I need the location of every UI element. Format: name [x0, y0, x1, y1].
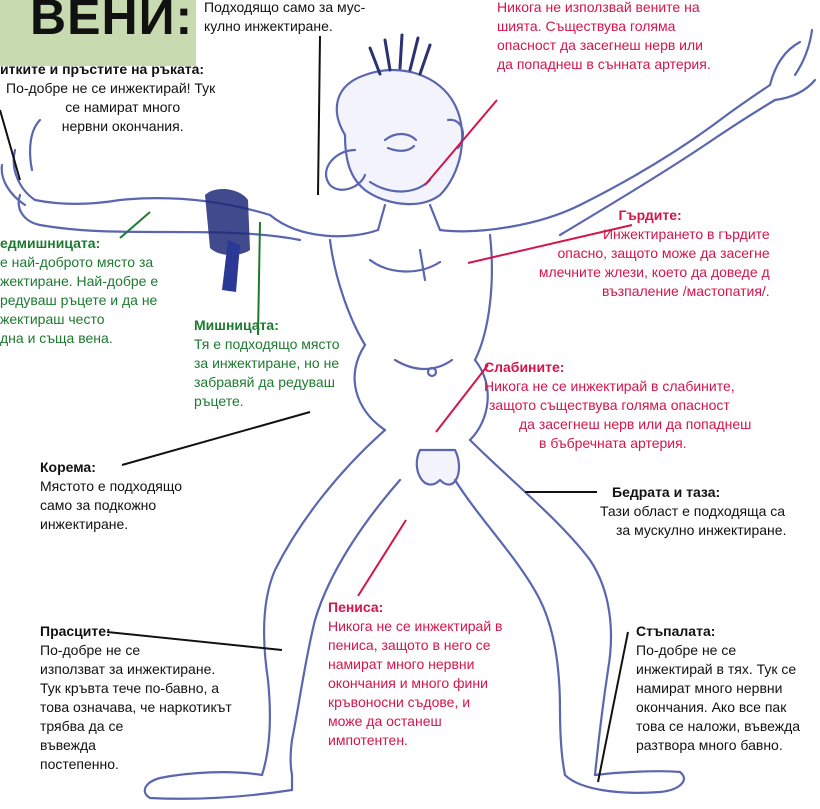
penis-line-7: импотентен. [328, 731, 503, 750]
feet-line-3: намират много нервни [636, 679, 800, 698]
breasts-line-1: Инжектирането в гърдите [538, 225, 770, 244]
penis-line-6: може да останеш [328, 712, 503, 731]
armpit-line-4: ръцете. [194, 392, 340, 411]
neck-line-4: да попаднеш в сънната артерия. [497, 55, 711, 74]
fingers-line-1: По-добре не се инжектирай! Тук [0, 79, 215, 98]
penis-line-1: Никога не се инжектирай в [328, 617, 503, 636]
breasts-line-2: опасно, защото може да засегне [538, 244, 770, 263]
calves-line-7: постепенно. [40, 755, 232, 774]
armpit-line-1: Тя е подходящо място [194, 335, 340, 354]
forearm-line-2: жектиране. Най-добре е [0, 272, 158, 291]
groin-line-1: Никога не се инжектирай в слабините, [484, 377, 751, 396]
penis-line-5: кръвоносни съдове, и [328, 693, 503, 712]
breasts-line-4: възпаление /мастопатия/. [538, 282, 770, 301]
feet-line-1: По-добре не се [636, 641, 800, 660]
belly-line-3: инжектиране. [40, 515, 182, 534]
label-neck: Никога не използвай вените на шията. Същ… [497, 0, 711, 74]
groin-line-3: да засегнеш нерв или да попаднеш [484, 415, 751, 434]
calves-line-6: въвежда [40, 736, 232, 755]
label-breasts: Гърдите: Инжектирането в гърдите опасно,… [538, 206, 770, 301]
calves-line-1: По-добре не се [40, 641, 232, 660]
belly-line-1: Мястото е подходящо [40, 477, 182, 496]
label-fingers: итките и пръстите на ръката: По-добре не… [0, 60, 215, 136]
belly-line-2: само за подкожно [40, 496, 182, 515]
feet-line-2: инжектирай в тях. Тук се [636, 660, 800, 679]
feet-line-4: окончания. Ако все пак [636, 698, 800, 717]
calves-line-4: това означава, че наркотикът [40, 698, 232, 717]
calves-line-3: Тук кръвта тече по-бавно, а [40, 679, 232, 698]
thigh-line-2: за мускулно инжектиране. [600, 521, 786, 540]
penis-line-4: окончания и много фини [328, 674, 503, 693]
fingers-line-2: се намират много [0, 98, 215, 117]
forearm-line-3: редуваш ръцете и да не [0, 291, 158, 310]
penis-heading: Пениса: [328, 598, 503, 617]
label-thigh: Бедрата и таза: Тази област е подходяща … [600, 483, 786, 540]
label-groin: Слабините: Никога не се инжектирай в сла… [484, 358, 751, 453]
fingers-heading: итките и пръстите на ръката: [0, 60, 215, 79]
thigh-line-1: Тази област е подходяща са [600, 502, 786, 521]
pointer-muscle-top [318, 36, 320, 195]
breasts-line-3: млечните жлези, което да доведе д [538, 263, 770, 282]
feet-line-6: разтвора много бавно. [636, 736, 800, 755]
penis-line-2: пениса, защото в него се [328, 636, 503, 655]
forearm-line-5: дна и съща вена. [0, 329, 158, 348]
pointer-penis [358, 520, 406, 596]
fingers-line-3: нервни окончания. [0, 117, 215, 136]
penis-line-3: намират много нервни [328, 655, 503, 674]
forearm-heading: едмишницата: [0, 234, 158, 253]
armpit-line-3: забравяй да редуваш [194, 373, 340, 392]
label-feet: Стъпалата: По-добре не се инжектирай в т… [636, 622, 800, 755]
neck-line-3: опасност да засегнеш нерв или [497, 36, 711, 55]
pointer-groin [436, 365, 488, 432]
groin-line-2: защото съществува голяма опасност [484, 396, 751, 415]
calves-heading: Прасците: [40, 622, 232, 641]
groin-line-4: в бъбречната артерия. [484, 434, 751, 453]
label-penis: Пениса: Никога не се инжектирай в пениса… [328, 598, 503, 750]
label-belly: Корема: Мястото е подходящо само за подк… [40, 458, 182, 534]
groin-heading: Слабините: [484, 358, 751, 377]
neck-line-2: шията. Съществува голяма [497, 17, 711, 36]
muscle-top-line-1: Подходящо само за мус- [204, 0, 365, 17]
thigh-heading: Бедрата и таза: [600, 483, 786, 502]
muscle-top-line-2: кулно инжектиране. [204, 17, 365, 36]
belly-heading: Корема: [40, 458, 182, 477]
feet-heading: Стъпалата: [636, 622, 800, 641]
breasts-heading: Гърдите: [538, 206, 770, 225]
armpit-heading: Мишницата: [194, 316, 340, 335]
forearm-line-4: жектираш често [0, 310, 158, 329]
forearm-line-1: е най-доброто място за [0, 253, 158, 272]
label-calves: Прасците: По-добре не се използват за ин… [40, 622, 232, 774]
label-muscle-top: Подходящо само за мус- кулно инжектиране… [204, 0, 365, 36]
calves-line-2: използват за инжектиране. [40, 660, 232, 679]
neck-line-1: Никога не използвай вените на [497, 0, 711, 17]
armpit-line-2: за инжектиране, но не [194, 354, 340, 373]
label-forearm: едмишницата: е най-доброто място за жект… [0, 234, 158, 348]
label-armpit: Мишницата: Тя е подходящо място за инжек… [194, 316, 340, 411]
page-title: ВЕНИ: [30, 0, 193, 46]
calves-line-5: трябва да се [40, 717, 232, 736]
feet-line-5: това се наложи, въвежда [636, 717, 800, 736]
